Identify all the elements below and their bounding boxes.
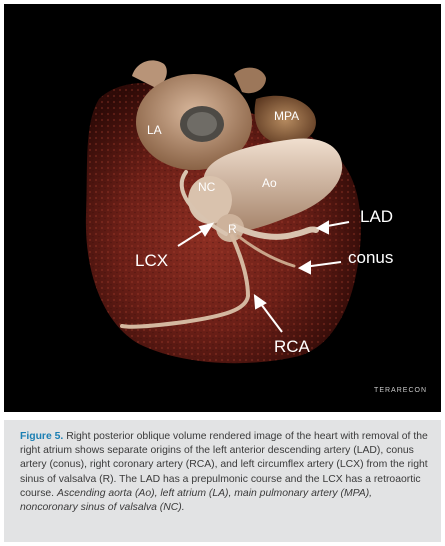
terarecon-watermark: TERARECON (374, 387, 427, 394)
caption-abbreviations: Ascending aorta (Ao), left atrium (LA), … (20, 487, 373, 514)
label-conus: conus (348, 248, 394, 267)
main-pulmonary-artery (254, 95, 316, 145)
rca-artery (120, 234, 251, 329)
caption-figure-label: Figure 5. (20, 431, 64, 442)
ascending-aorta (202, 138, 343, 232)
label-mpa: MPA (274, 109, 300, 123)
lcx-artery (179, 170, 228, 236)
label-lcx: LCX (135, 251, 169, 270)
label-lad: LAD (360, 207, 394, 226)
heart-illustration (85, 60, 361, 364)
conus-artery (236, 234, 296, 268)
label-r: R (228, 222, 237, 236)
pulmonary-vein (132, 60, 167, 88)
label-rca: RCA (274, 337, 310, 356)
volume-rendered-heart-figure: LA MPA NC Ao R LAD conus LCX RCA TERAREC… (4, 4, 441, 412)
lad-artery (231, 223, 319, 240)
label-ao: Ao (262, 176, 277, 190)
label-nc: NC (198, 180, 216, 194)
figure-caption: Figure 5. Right posterior oblique volume… (4, 420, 441, 542)
caption-body-text: Right posterior oblique volume rendered … (20, 431, 428, 499)
label-la: LA (147, 123, 162, 137)
caption-paragraph: Figure 5. Right posterior oblique volume… (20, 430, 429, 515)
